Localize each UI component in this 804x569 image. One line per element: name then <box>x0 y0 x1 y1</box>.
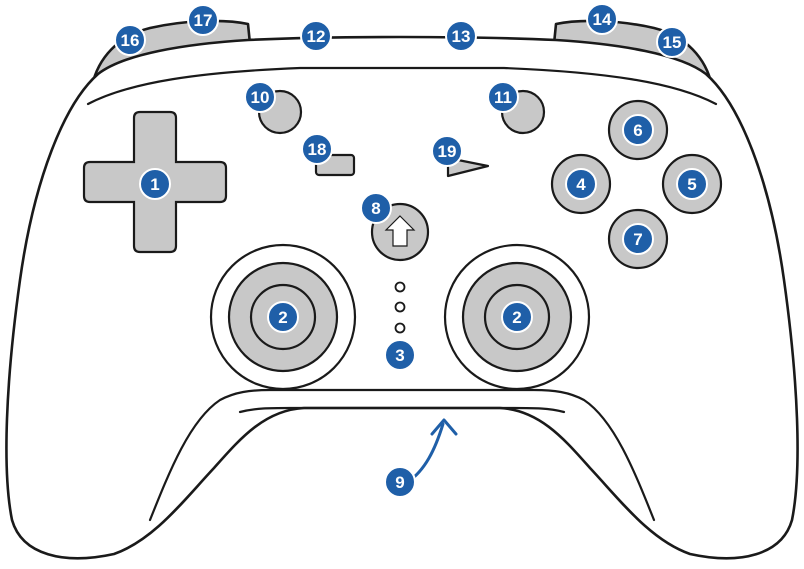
callout-badge-number: 13 <box>452 27 471 46</box>
callout-badge-circle <box>656 26 688 58</box>
callout-badge-circle <box>187 4 219 36</box>
callout-badge-circle <box>360 192 392 224</box>
callout-badge-number: 2 <box>512 308 521 327</box>
callout-badge-number: 8 <box>371 199 380 218</box>
callout-badge-circle <box>300 20 332 52</box>
callout-badge-circle <box>622 223 654 255</box>
callout-badge-circle <box>501 301 533 333</box>
callout-badge-number: 14 <box>593 10 612 29</box>
callout-badge-circle <box>301 133 333 165</box>
led-indicators <box>394 281 406 334</box>
callout-badge-circle <box>384 339 416 371</box>
callout-badge-number: 18 <box>308 140 327 159</box>
callout-badge-circle <box>487 81 519 113</box>
arrow-head-icon <box>430 418 458 436</box>
callout-badge-small-button-right: 11 <box>487 81 519 113</box>
callout-badge-left-stick: 2 <box>267 301 299 333</box>
callout-badge-circle <box>267 301 299 333</box>
home-icon <box>384 215 416 247</box>
callout-badge-number: 6 <box>633 121 642 140</box>
callout-badge-number: 4 <box>576 175 586 194</box>
callout-badge-circle <box>244 81 276 113</box>
callout-badge-number: 5 <box>687 175 696 194</box>
callout-badge-led-indicators: 3 <box>384 339 416 371</box>
callout-badge-button-top: 6 <box>622 114 654 146</box>
callout-badge-number: 12 <box>307 27 326 46</box>
grip-seam-line <box>148 388 656 522</box>
callout-badge-circle <box>431 135 463 167</box>
callout-badge-dpad: 1 <box>139 168 171 200</box>
callout-badge-top-edge-right: 13 <box>445 20 477 52</box>
callout-badge-number: 2 <box>278 308 287 327</box>
top-contour-line <box>86 66 718 106</box>
callout-badge-small-button-left: 10 <box>244 81 276 113</box>
callout-badge-number: 10 <box>251 88 270 107</box>
callout-badge-circle <box>586 3 618 35</box>
callout-badge-circle <box>384 466 416 498</box>
callout-badge-select-button: 18 <box>301 133 333 165</box>
callout-badge-circle <box>139 168 171 200</box>
callout-badge-right-trigger: 15 <box>656 26 688 58</box>
callout-badge-number: 17 <box>194 11 213 30</box>
callout-badge-left-bumper: 17 <box>187 4 219 36</box>
callout-badge-number: 15 <box>663 33 682 52</box>
callout-badge-number: 11 <box>494 88 512 107</box>
callout-badge-number: 16 <box>121 31 140 50</box>
callout-badge-button-bottom: 7 <box>622 223 654 255</box>
callout-badge-circle <box>445 20 477 52</box>
callout-badge-circle <box>114 24 146 56</box>
callout-badge-right-bumper: 14 <box>586 3 618 35</box>
callout-badge-left-trigger: 16 <box>114 24 146 56</box>
callout-badge-button-left: 4 <box>565 168 597 200</box>
callout-badge-home-button: 8 <box>360 192 392 224</box>
callout-badge-circle <box>676 168 708 200</box>
callout-badge-grip-seam: 9 <box>384 466 416 498</box>
callout-badge-right-stick: 2 <box>501 301 533 333</box>
callout-badge-number: 7 <box>633 230 642 249</box>
callout-badge-start-button: 19 <box>431 135 463 167</box>
callout-badge-number: 9 <box>395 473 404 492</box>
callout-badge-number: 19 <box>438 142 457 161</box>
callout-badge-top-edge-left: 12 <box>300 20 332 52</box>
callout-badge-number: 1 <box>150 175 159 194</box>
callout-badge-number: 3 <box>395 346 404 365</box>
callout-badge-button-right: 5 <box>676 168 708 200</box>
grip-seam-inner-line <box>238 406 566 414</box>
callout-badge-circle <box>565 168 597 200</box>
callout-badge-circle <box>622 114 654 146</box>
